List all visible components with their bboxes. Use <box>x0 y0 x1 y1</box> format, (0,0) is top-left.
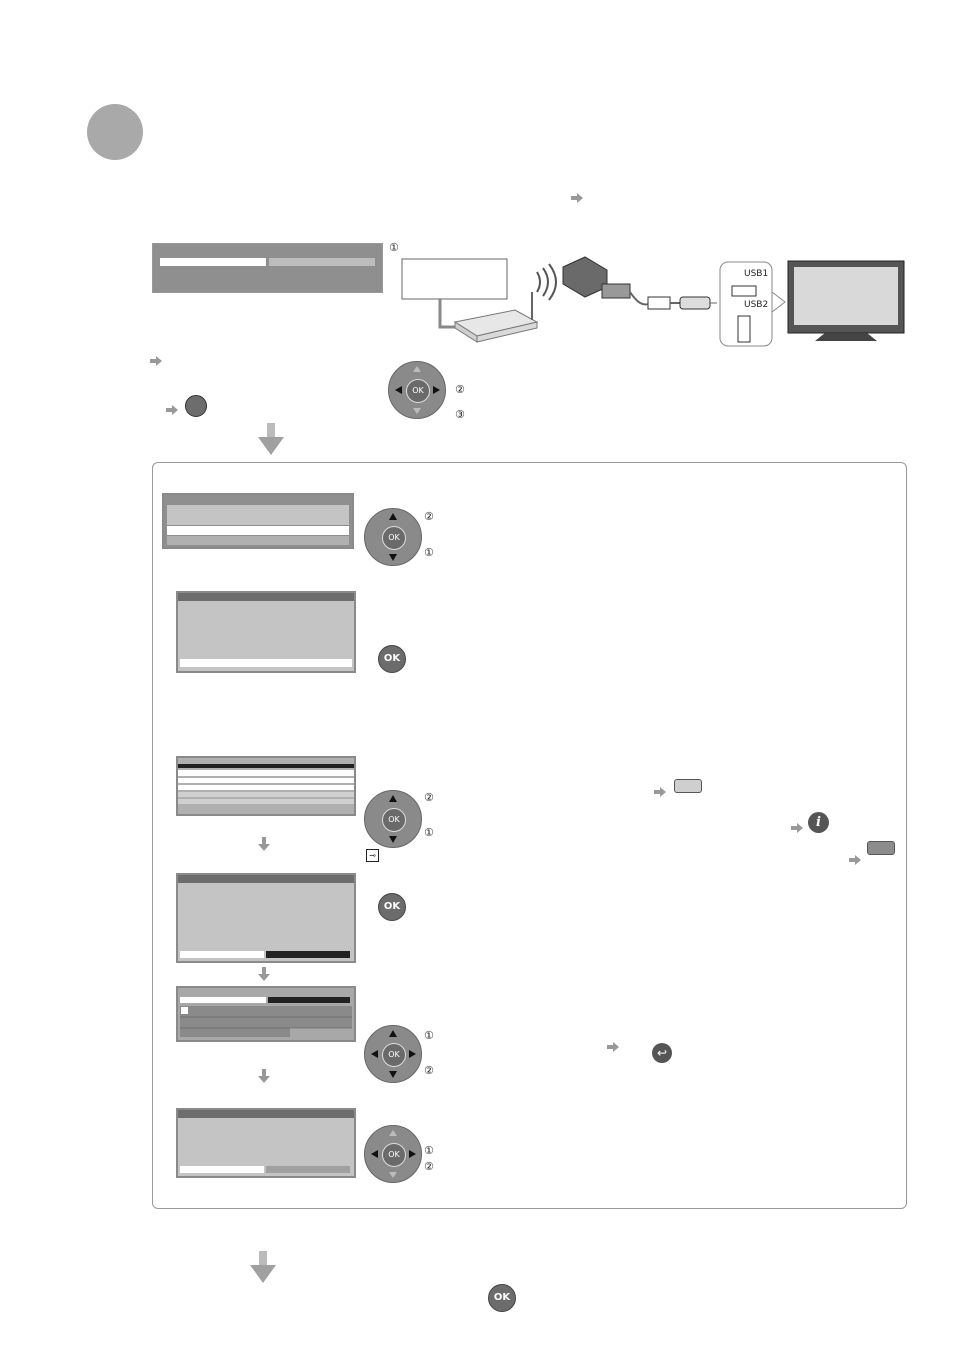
down-arrow-icon <box>250 1251 276 1287</box>
usb1-label: USB1 <box>744 269 769 279</box>
info-icon: i <box>808 812 829 833</box>
procedure-panel <box>152 462 907 1209</box>
dpad-icon: OK <box>364 790 422 848</box>
callout-number: ③ <box>455 408 465 421</box>
usb2-label: USB2 <box>744 300 769 310</box>
reference-arrow-icon <box>607 1037 619 1056</box>
connection-diagram <box>401 256 905 347</box>
ok-button-icon: OK <box>488 1284 516 1312</box>
color-key-button-icon <box>674 779 702 793</box>
small-down-arrow-icon <box>258 966 270 985</box>
menu-screen <box>152 243 383 293</box>
ok-icon: OK <box>382 526 406 550</box>
confirm-settings-screen <box>176 1108 356 1178</box>
dpad-icon: OK <box>388 361 446 419</box>
encryption-key-screen <box>176 873 356 963</box>
callout-number: ① <box>424 1144 434 1157</box>
ok-button-icon: OK <box>378 893 406 921</box>
character-entry-screen <box>176 986 356 1042</box>
callout-number: ② <box>424 1064 434 1077</box>
reference-arrow-icon <box>150 351 162 370</box>
callout-number: ① <box>424 826 434 839</box>
reference-arrow-icon <box>166 400 178 419</box>
callout-number: ② <box>424 791 434 804</box>
callout-number: ② <box>455 383 465 396</box>
callout-number: ② <box>424 510 434 523</box>
ok-icon: OK <box>382 808 406 832</box>
dpad-icon: OK <box>364 1025 422 1083</box>
callout-number: ① <box>424 1029 434 1042</box>
dpad-icon: OK <box>364 508 422 566</box>
reference-arrow-icon <box>791 818 803 837</box>
down-arrow-icon <box>258 423 284 459</box>
network-menu-screen <box>162 493 354 549</box>
ok-icon: OK <box>406 379 430 403</box>
color-key-button-icon <box>867 841 895 855</box>
dpad-icon: OK <box>364 1125 422 1183</box>
connection-test-screen <box>176 591 356 673</box>
ok-button-icon: OK <box>378 645 406 673</box>
lock-icon: ⊸ <box>366 849 379 862</box>
callout-number: ① <box>389 241 399 254</box>
ok-icon: OK <box>382 1143 406 1167</box>
reference-arrow-icon <box>654 782 666 801</box>
step-marker <box>87 104 143 160</box>
return-button-icon: ↩ <box>652 1043 672 1063</box>
reference-arrow-icon <box>849 850 861 869</box>
access-point-list-screen <box>176 756 356 816</box>
reference-arrow-icon <box>571 188 583 203</box>
callout-number: ② <box>424 1160 434 1173</box>
small-down-arrow-icon <box>258 1068 270 1087</box>
callout-number: ① <box>424 546 434 559</box>
small-down-arrow-icon <box>258 836 270 855</box>
menu-button-icon <box>185 395 207 417</box>
ok-icon: OK <box>382 1043 406 1067</box>
